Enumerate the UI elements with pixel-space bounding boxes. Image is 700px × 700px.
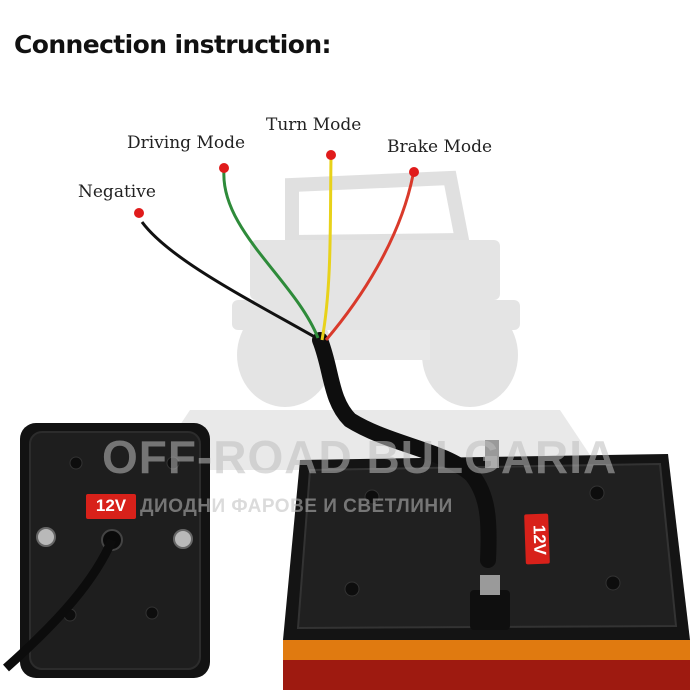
- watermark-subtitle: ДИОДНИ ФАРОВЕ И СВЕТЛИНИ: [140, 496, 453, 517]
- wire-negative: [140, 221, 321, 342]
- label-negative: Negative: [78, 182, 156, 202]
- marker-dot-turn: [326, 150, 336, 160]
- marker-dot-driving: [219, 163, 229, 173]
- wire-turn: [320, 157, 333, 341]
- marker-dot-brake: [409, 167, 419, 177]
- watermark-title: OFF-ROAD BULGARIA: [102, 431, 618, 483]
- label-driving-mode: Driving Mode: [127, 133, 246, 153]
- marker-dot-negative: [134, 208, 144, 218]
- wire-brake: [324, 174, 415, 341]
- cable-sheath: [312, 332, 497, 568]
- label-turn-mode: Turn Mode: [266, 115, 362, 135]
- wire-driving: [222, 169, 320, 339]
- page-title: Connection instruction:: [14, 30, 332, 59]
- voltage-badge-right: 12V: [529, 524, 550, 556]
- voltage-badge-left: 12V: [95, 496, 127, 515]
- label-brake-mode: Brake Mode: [387, 137, 493, 157]
- lamp-back-view: [3, 423, 210, 678]
